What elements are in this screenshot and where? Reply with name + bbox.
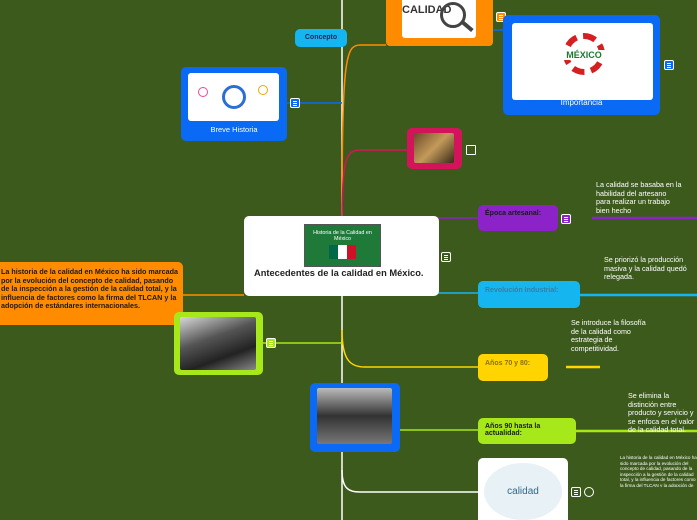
calidad-cloud-node[interactable]: calidad — [478, 458, 568, 520]
era-industrial-desc: Se priorizó la producción masiva y la ca… — [604, 255, 687, 282]
era-70-80-label: Años 70 y 80: — [485, 360, 531, 367]
link-circle-icon[interactable] — [584, 487, 594, 497]
external-link-icon[interactable] — [466, 145, 476, 155]
typewriter-image — [180, 317, 256, 370]
importancia-label: Importancia — [560, 98, 603, 107]
central-flag-image: Historia de la Calidad en México — [304, 224, 381, 267]
breve-historia-note-icon[interactable] — [290, 98, 300, 108]
era-industrial-label: Revolución Industrial: — [485, 287, 559, 294]
summary-node[interactable]: La historia de la calidad en México ha s… — [0, 262, 183, 325]
factory-image — [317, 388, 392, 444]
concepto-image-node[interactable]: CALIDAD — [386, 0, 493, 46]
check-magnifier-icon — [222, 85, 246, 109]
central-title: Antecedentes de la calidad en México. — [254, 268, 424, 278]
bottom-right-text: La historia de la calidad en México ha s… — [620, 455, 697, 487]
calidad-cloud-text: calidad — [507, 486, 539, 497]
calidad-cloud-note-icon[interactable] — [571, 487, 581, 497]
calidad-cloud-image: calidad — [484, 463, 562, 520]
era-artesanal-note-icon[interactable] — [561, 214, 571, 224]
summary-text: La historia de la calidad en México ha s… — [1, 267, 178, 311]
breve-historia-label: Breve Historia — [210, 125, 258, 134]
era-90-label: Años 90 hasta la actualidad: — [485, 423, 541, 437]
artisan-image-node[interactable] — [407, 128, 462, 169]
importancia-note-icon[interactable] — [664, 60, 674, 70]
era-artesanal-label: Época artesanal: — [485, 210, 542, 217]
era-70-80-node[interactable]: Años 70 y 80: — [478, 354, 548, 381]
artisan-image — [414, 133, 454, 163]
calidad-magnifier-image: CALIDAD — [402, 0, 476, 38]
magnifier-icon — [440, 2, 466, 28]
era-artesanal-node[interactable]: Época artesanal: — [478, 205, 558, 231]
era-industrial-node[interactable]: Revolución Industrial: — [478, 281, 580, 308]
central-image-caption-1: Historia de la Calidad en — [313, 230, 372, 236]
breve-historia-node[interactable]: Breve Historia — [181, 67, 287, 141]
factory-image-node[interactable] — [310, 383, 400, 452]
central-image-caption-2: México — [333, 236, 352, 242]
mexico-logo-text: MÉXICO — [562, 50, 606, 60]
typewriter-note-icon[interactable] — [266, 338, 276, 348]
concepto-label: Concepto — [304, 34, 338, 41]
era-90-desc: Se elimina la distinción entre producto … — [628, 391, 695, 435]
calidad-image-text: CALIDAD — [402, 4, 452, 16]
mexico-logo-image: MÉXICO — [512, 23, 653, 100]
central-topic[interactable]: Historia de la Calidad en México Anteced… — [244, 216, 439, 296]
network-dots-icon — [198, 87, 208, 97]
era-70-80-desc: Se introduce la filosofía de la calidad … — [571, 318, 646, 353]
mexico-flag-icon — [329, 245, 356, 259]
era-artesanal-desc: La calidad se basaba en la habilidad del… — [596, 180, 682, 215]
importancia-node[interactable]: MÉXICO Importancia — [503, 15, 660, 115]
typewriter-image-node[interactable] — [174, 312, 263, 375]
breve-historia-image — [188, 73, 279, 121]
era-90-node[interactable]: Años 90 hasta la actualidad: — [478, 418, 576, 444]
concepto-node[interactable]: Concepto — [295, 29, 347, 47]
central-note-icon[interactable] — [441, 252, 451, 262]
